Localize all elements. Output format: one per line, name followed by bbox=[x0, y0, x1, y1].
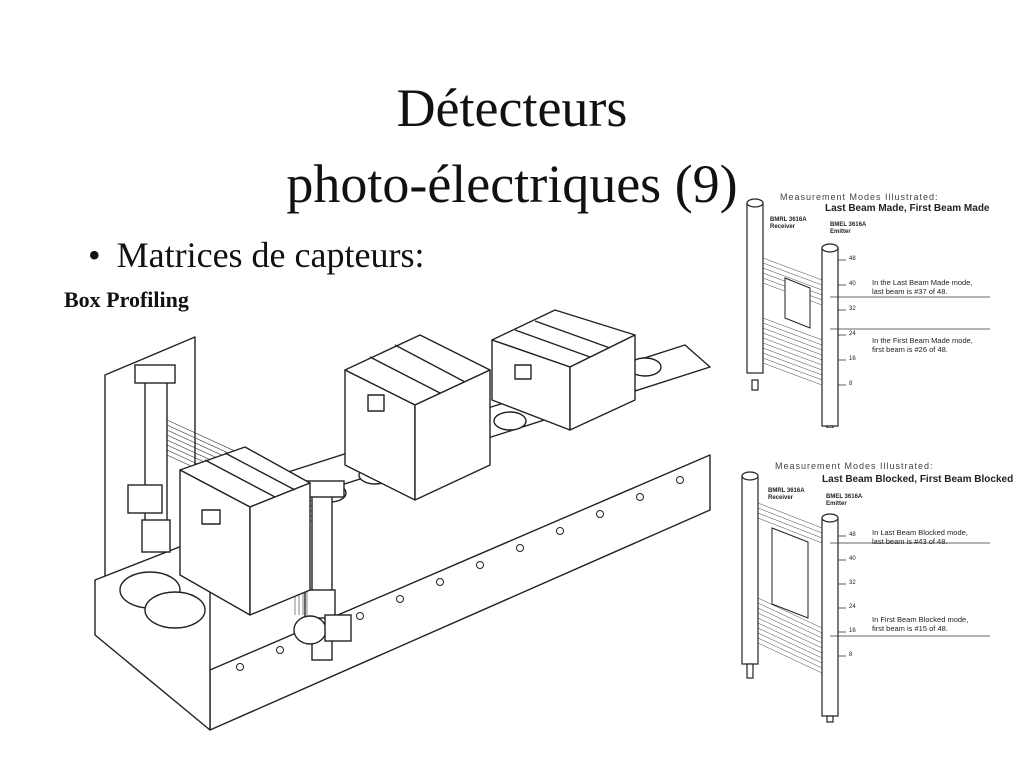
panel-bottom-note-2-line-2: first beam is #15 of 48. bbox=[872, 624, 948, 633]
panel-top-tick-32: 32 bbox=[849, 306, 856, 312]
panel-bottom-emitter-role: Emitter bbox=[826, 501, 847, 507]
bullet-text: Matrices de capteurs: bbox=[116, 235, 425, 275]
panel-bottom-receiver-model: BMRL 3616A bbox=[768, 488, 805, 494]
panel-bottom-tick-16: 16 bbox=[849, 628, 856, 634]
panel-bottom-note-1-line-2: last beam is #43 of 48. bbox=[872, 537, 948, 546]
panel-bottom-mode-title: Last Beam Blocked, First Beam Blocked bbox=[822, 474, 1014, 485]
slide-title: Détecteurs photo-électriques (9) bbox=[0, 70, 1024, 222]
panel-bottom-tick-24: 24 bbox=[849, 604, 856, 610]
panel-bottom-note-2-line-1: In First Beam Blocked mode, bbox=[872, 615, 969, 624]
bullet-item: • Matrices de capteurs: bbox=[88, 234, 424, 276]
title-line-2: photo-électriques (9) bbox=[286, 154, 738, 214]
panel-top-receiver-model: BMRL 3616A bbox=[770, 217, 807, 223]
light-curtain-diagram-bottom bbox=[741, 471, 990, 723]
panel-top-header: Measurement Modes Illustrated: bbox=[780, 192, 939, 202]
panel-bottom-emitter-model: BMEL 3616A bbox=[826, 494, 863, 500]
panel-bottom-header: Measurement Modes Illustrated: bbox=[775, 461, 934, 471]
panel-top-emitter-role: Emitter bbox=[830, 229, 851, 235]
panel-bottom-receiver-role: Receiver bbox=[768, 495, 794, 501]
measurement-panel-bottom: Measurement Modes Illustrated: Last Beam… bbox=[730, 458, 1020, 728]
light-curtain-diagram-top bbox=[746, 198, 990, 428]
panel-bottom-tick-48: 48 bbox=[849, 532, 856, 538]
panel-top-tick-8: 8 bbox=[849, 381, 853, 387]
panel-top-receiver-role: Receiver bbox=[770, 224, 796, 230]
panel-bottom-tick-40: 40 bbox=[849, 556, 856, 562]
panel-top-tick-24: 24 bbox=[849, 331, 856, 337]
illustration-caption: Box Profiling bbox=[64, 287, 189, 312]
box-profiling-illustration bbox=[94, 309, 711, 731]
panel-top-note-2-line-1: In the First Beam Made mode, bbox=[872, 336, 973, 345]
panel-top-note-1-line-1: In the Last Beam Made mode, bbox=[872, 278, 973, 287]
panel-top-note-1-line-2: last beam is #37 of 48. bbox=[872, 287, 948, 296]
panel-top-note-2-line-2: first beam is #26 of 48. bbox=[872, 345, 948, 354]
panel-bottom-tick-32: 32 bbox=[849, 580, 856, 586]
panel-bottom-note-1-line-1: In Last Beam Blocked mode, bbox=[872, 528, 968, 537]
panel-top-tick-16: 16 bbox=[849, 356, 856, 362]
panel-top-tick-40: 40 bbox=[849, 281, 856, 287]
panel-bottom-tick-8: 8 bbox=[849, 652, 853, 658]
panel-top-tick-48: 48 bbox=[849, 256, 856, 262]
panel-top-emitter-model: BMEL 3616A bbox=[830, 222, 867, 228]
bullet-marker: • bbox=[88, 235, 101, 275]
panel-top-mode-title: Last Beam Made, First Beam Made bbox=[825, 203, 990, 214]
measurement-panel-top: Measurement Modes Illustrated: Last Beam… bbox=[730, 188, 1020, 428]
title-line-1: Détecteurs bbox=[396, 78, 628, 138]
